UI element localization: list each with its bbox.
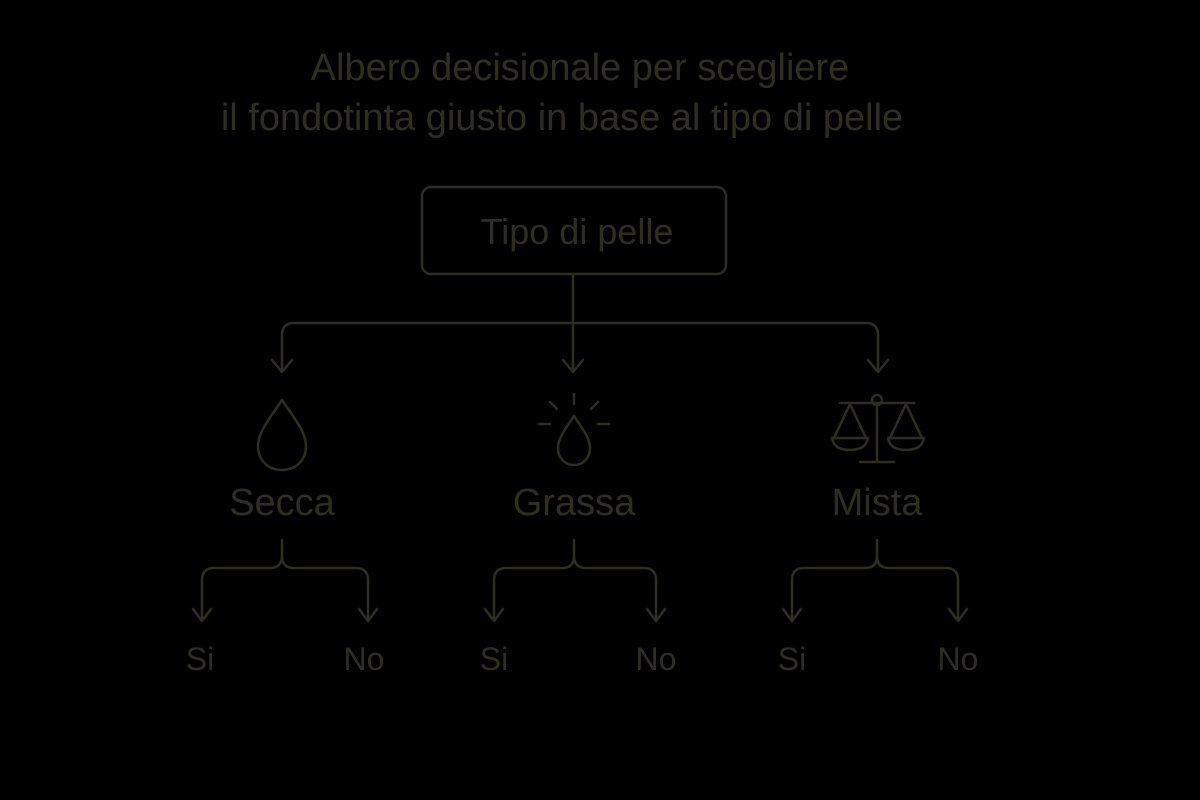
- sub-connectors-secca: [191, 538, 379, 623]
- branch-label-mista: Mista: [832, 482, 924, 524]
- balance-scale-icon: [830, 393, 926, 464]
- water-drop-icon: [256, 398, 308, 472]
- leaf-labels: Si No Si No Si No: [186, 641, 979, 677]
- root-connectors: [270, 272, 890, 374]
- leaf-grassa-yes: Si: [480, 641, 508, 677]
- diagram-title: Albero decisionale per scegliere il fond…: [221, 47, 903, 139]
- branch-label-grassa: Grassa: [513, 482, 636, 524]
- branch-labels: Secca Grassa Mista: [229, 482, 923, 524]
- branch-label-secca: Secca: [229, 482, 335, 524]
- root-node: Tipo di pelle: [420, 185, 728, 276]
- arrowhead-mista: [866, 358, 890, 374]
- sub-connectors-grassa: [483, 538, 667, 623]
- root-node-label: Tipo di pelle: [481, 211, 674, 252]
- sub-connectors-mista: [781, 538, 969, 623]
- shining-drop-icon: [537, 392, 611, 467]
- leaf-secca-no: No: [344, 641, 385, 677]
- arrowhead-secca: [270, 358, 294, 374]
- leaf-mista-yes: Si: [778, 641, 806, 677]
- arrowhead-grassa: [561, 358, 585, 374]
- root-crossbar-line: [280, 321, 880, 372]
- leaf-mista-no: No: [938, 641, 979, 677]
- leaf-secca-yes: Si: [186, 641, 214, 677]
- title-line-2: il fondotinta giusto in base al tipo di …: [221, 97, 903, 139]
- title-line-1: Albero decisionale per scegliere: [311, 47, 850, 89]
- leaf-grassa-no: No: [636, 641, 677, 677]
